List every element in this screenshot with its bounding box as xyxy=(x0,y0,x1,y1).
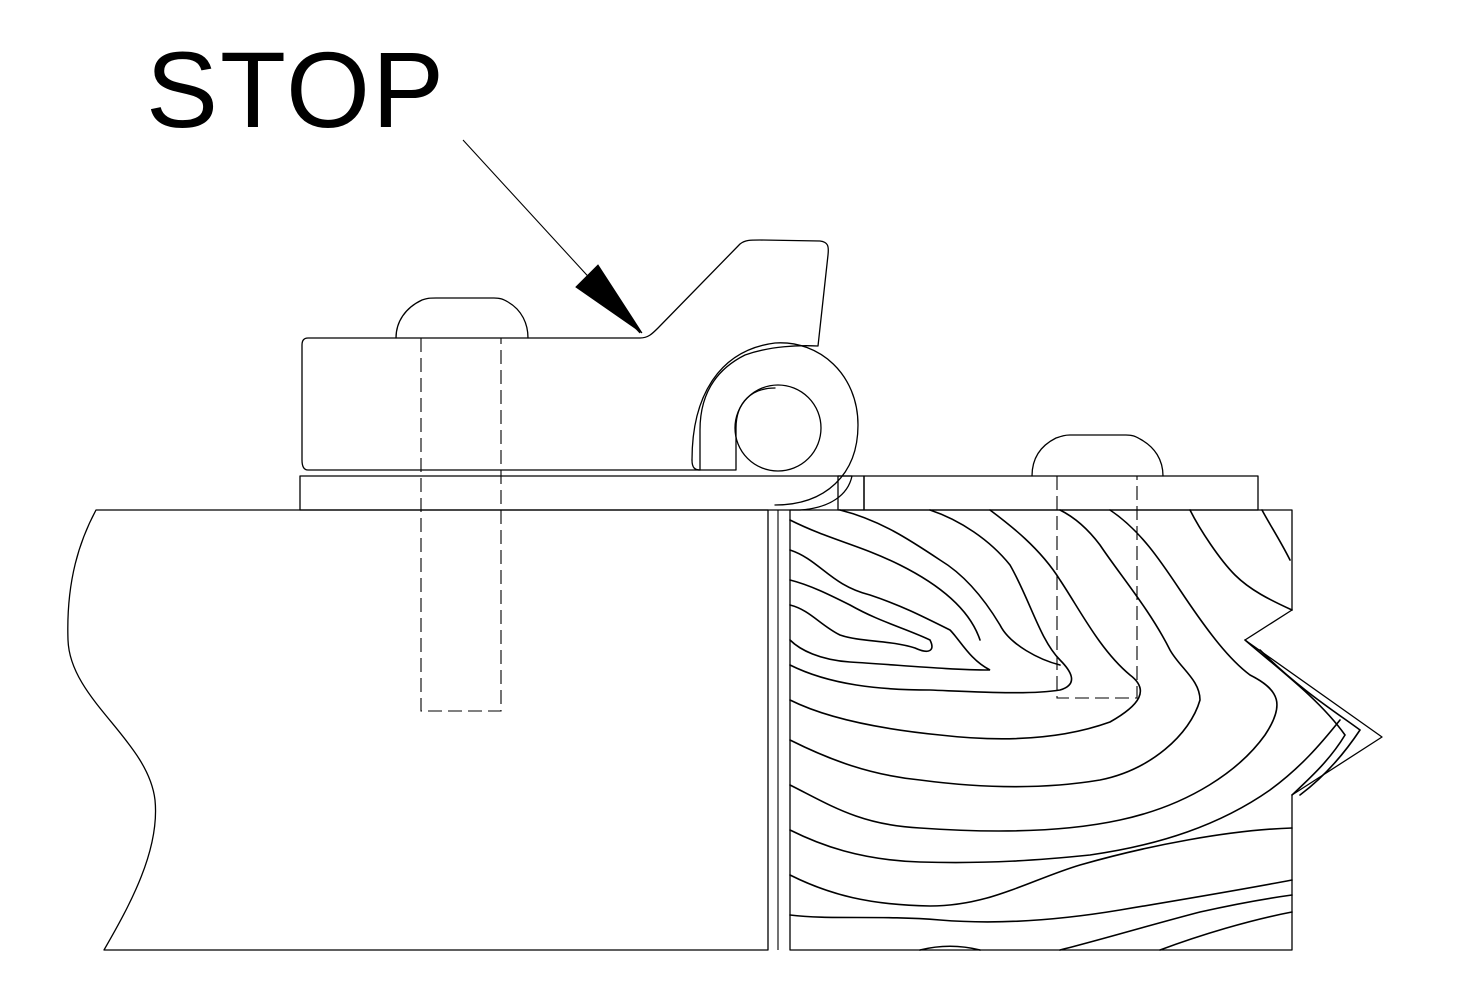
stop-arrowhead xyxy=(575,264,643,334)
stop-leader xyxy=(462,139,643,334)
hinge-leaf-left xyxy=(299,475,853,511)
left-block xyxy=(67,509,769,951)
left-screw-shank xyxy=(420,338,502,712)
stop-body xyxy=(301,239,829,471)
stop-callout-label: STOP xyxy=(146,29,447,150)
hinge-pin xyxy=(734,384,822,472)
left-screw-head xyxy=(395,297,529,339)
right-screw-shank xyxy=(1056,476,1138,699)
wood-block xyxy=(789,509,1383,951)
right-screw-head xyxy=(1031,434,1164,477)
right-plate xyxy=(863,475,1259,511)
